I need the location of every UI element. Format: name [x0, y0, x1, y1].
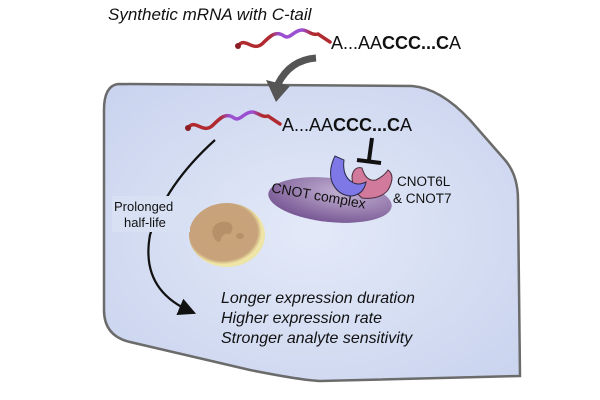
- enzyme-label-1: CNOT6L: [397, 174, 451, 189]
- tail-sequence-top: A...AACCC...CA: [331, 33, 461, 53]
- outcome-1: Longer expression duration: [221, 290, 415, 307]
- synthetic-mrna-top: A...AACCC...CA: [235, 28, 461, 53]
- halflife-label-2: half-life: [124, 215, 166, 230]
- cnot6l-enzyme: [330, 155, 367, 197]
- cell: [102, 82, 522, 383]
- halflife-label-bg: [112, 196, 190, 232]
- enzyme-label-2: & CNOT7: [393, 191, 452, 206]
- halflife-arrow: [147, 139, 216, 315]
- entry-arrow: [266, 54, 317, 102]
- inhibition-icon: [356, 137, 382, 165]
- synthetic-mrna-cell: A...AACCC...CA: [185, 110, 412, 135]
- tail-sequence-cell: A...AACCC...CA: [282, 115, 412, 135]
- outcome-2: Higher expression rate: [221, 310, 382, 327]
- halflife-label-1: Prolonged: [114, 199, 173, 214]
- title: Synthetic mRNA with C-tail: [108, 5, 313, 24]
- nucleus: [189, 203, 265, 267]
- outcome-3: Stronger analyte sensitivity: [221, 330, 413, 347]
